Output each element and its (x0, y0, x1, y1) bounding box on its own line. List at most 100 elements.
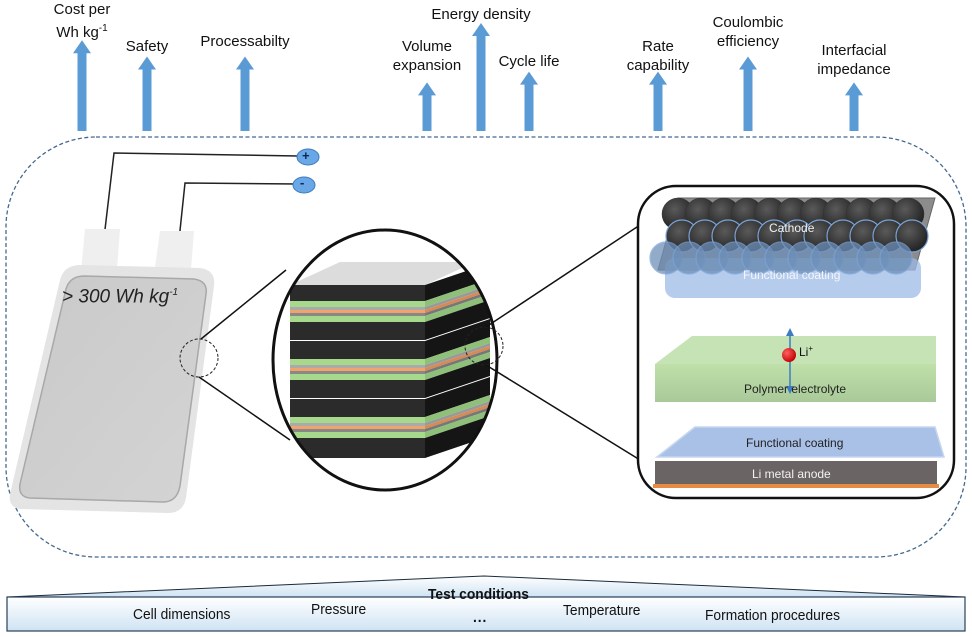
property-arrow-shaft (240, 68, 250, 131)
cathode-label: Cathode (769, 221, 815, 235)
stack-layer (290, 426, 425, 429)
li-ion-label-sup: + (808, 344, 814, 353)
property-label-line2: expansion (393, 56, 461, 75)
stack-layer-side (425, 410, 490, 438)
stack-layer-side (425, 352, 490, 380)
stack-layer-side (425, 404, 490, 429)
zoom-line-bottom (198, 376, 291, 441)
stack-layer-side (425, 319, 490, 359)
stack-layer (290, 368, 425, 371)
property-label-line2-text: efficiency (716, 33, 780, 50)
property-label-line2: capability (627, 56, 690, 75)
property-arrow-up-icon (739, 56, 757, 70)
property-arrow-up-icon (138, 56, 156, 70)
property-label-line1: Cycle life (498, 53, 560, 70)
stack-layer-side (425, 300, 490, 340)
stack-layer-side (425, 294, 490, 322)
stack-layer (290, 313, 425, 316)
li-ion-label-text: Li (799, 345, 809, 359)
test-conditions-title: Test conditions (428, 586, 529, 603)
property-label: Processabilty (200, 32, 289, 51)
property-label-line2-text: Wh kg (56, 24, 99, 41)
property-arrow-shaft (422, 94, 432, 131)
polymer-electrolyte-label: Polymer electrolyte (744, 382, 847, 396)
stack-layer-side (425, 349, 490, 374)
test-conditions-ellipsis: ... (473, 609, 488, 626)
test-condition-cell-dimensions: Cell dimensions (133, 606, 231, 623)
negative-terminal-icon (292, 176, 316, 194)
zoom-line-top (200, 269, 287, 340)
property-arrow-up-icon (236, 56, 254, 70)
property-arrow-shaft (849, 94, 859, 131)
property-label: Volume expansion (393, 37, 461, 75)
stack-layer (290, 438, 425, 458)
zoom-line-bottom-2 (485, 364, 641, 461)
stack-layer (290, 310, 425, 313)
stack-layer (290, 423, 425, 426)
stack-layer (290, 322, 425, 340)
stack-layer-side (425, 401, 490, 426)
li-ion-icon (782, 348, 796, 362)
stack-layer-side (425, 291, 490, 316)
stack-layer (290, 307, 425, 310)
property-label: Energy density (431, 5, 530, 24)
stack-layer-side (425, 416, 490, 458)
stack-layer-side (425, 395, 490, 423)
anode-coating-label: Functional coating (746, 436, 844, 450)
li-ion-label: Li+ (799, 344, 813, 359)
property-arrow-shaft (77, 52, 87, 131)
positive-terminal-label: + (302, 148, 310, 163)
stack-layer (290, 374, 425, 380)
negative-terminal-label: - (300, 175, 305, 190)
stack-layer (290, 432, 425, 438)
anode-functional-coating (654, 426, 946, 458)
property-label-line1: Cost per (53, 1, 111, 18)
polymer-electrolyte-layer (655, 328, 936, 402)
property-arrow-shaft (476, 35, 486, 131)
cathode-particle (879, 241, 913, 275)
anode-label: Li metal anode (752, 467, 831, 481)
property-label-line1: Volume (401, 38, 453, 55)
property-label-line2: Wh kg-1 (54, 19, 111, 42)
property-arrow-up-icon (649, 71, 667, 85)
property-label-line1: Rate (642, 38, 674, 55)
property-label-line2-text: impedance (817, 61, 891, 78)
pouch-cell (9, 265, 215, 513)
energy-label-text: > 300 Wh kg (62, 286, 170, 308)
stack-layer-side (425, 343, 490, 368)
energy-label-sup: -1 (169, 287, 179, 298)
stack-layer (290, 359, 425, 365)
test-condition-pressure: Pressure (311, 601, 367, 618)
positive-wire (103, 152, 299, 239)
positive-terminal-icon (296, 148, 320, 166)
property-arrow-up-icon (520, 71, 538, 85)
stack-layer-side (425, 346, 490, 371)
stack-layer-side (425, 358, 490, 398)
stack-layer (290, 365, 425, 368)
property-arrow-up-icon (73, 40, 91, 54)
stack-layer (290, 301, 425, 307)
test-conditions-bar (6, 575, 966, 632)
stack-layer-side (425, 407, 490, 432)
property-arrow-up-icon (418, 82, 436, 96)
property-label-line2-text: expansion (392, 57, 462, 74)
stack-layer-side (425, 337, 490, 365)
stack-layer (290, 417, 425, 423)
zoom-line-top-2 (485, 224, 641, 328)
cell-magnify-circle (179, 338, 219, 378)
stack-layer (290, 341, 425, 359)
property-label-line1: Energy density (431, 6, 531, 23)
property-arrow-up-icon (845, 82, 863, 96)
property-label: Safety (126, 37, 169, 56)
property-label-line2: efficiency (713, 32, 784, 51)
stack-layer (290, 429, 425, 432)
stack-layer (290, 380, 425, 398)
cell-energy-label: > 300 Wh kg-1 (62, 283, 178, 306)
property-label-sup: -1 (98, 23, 108, 34)
cathode-layer (649, 197, 936, 298)
